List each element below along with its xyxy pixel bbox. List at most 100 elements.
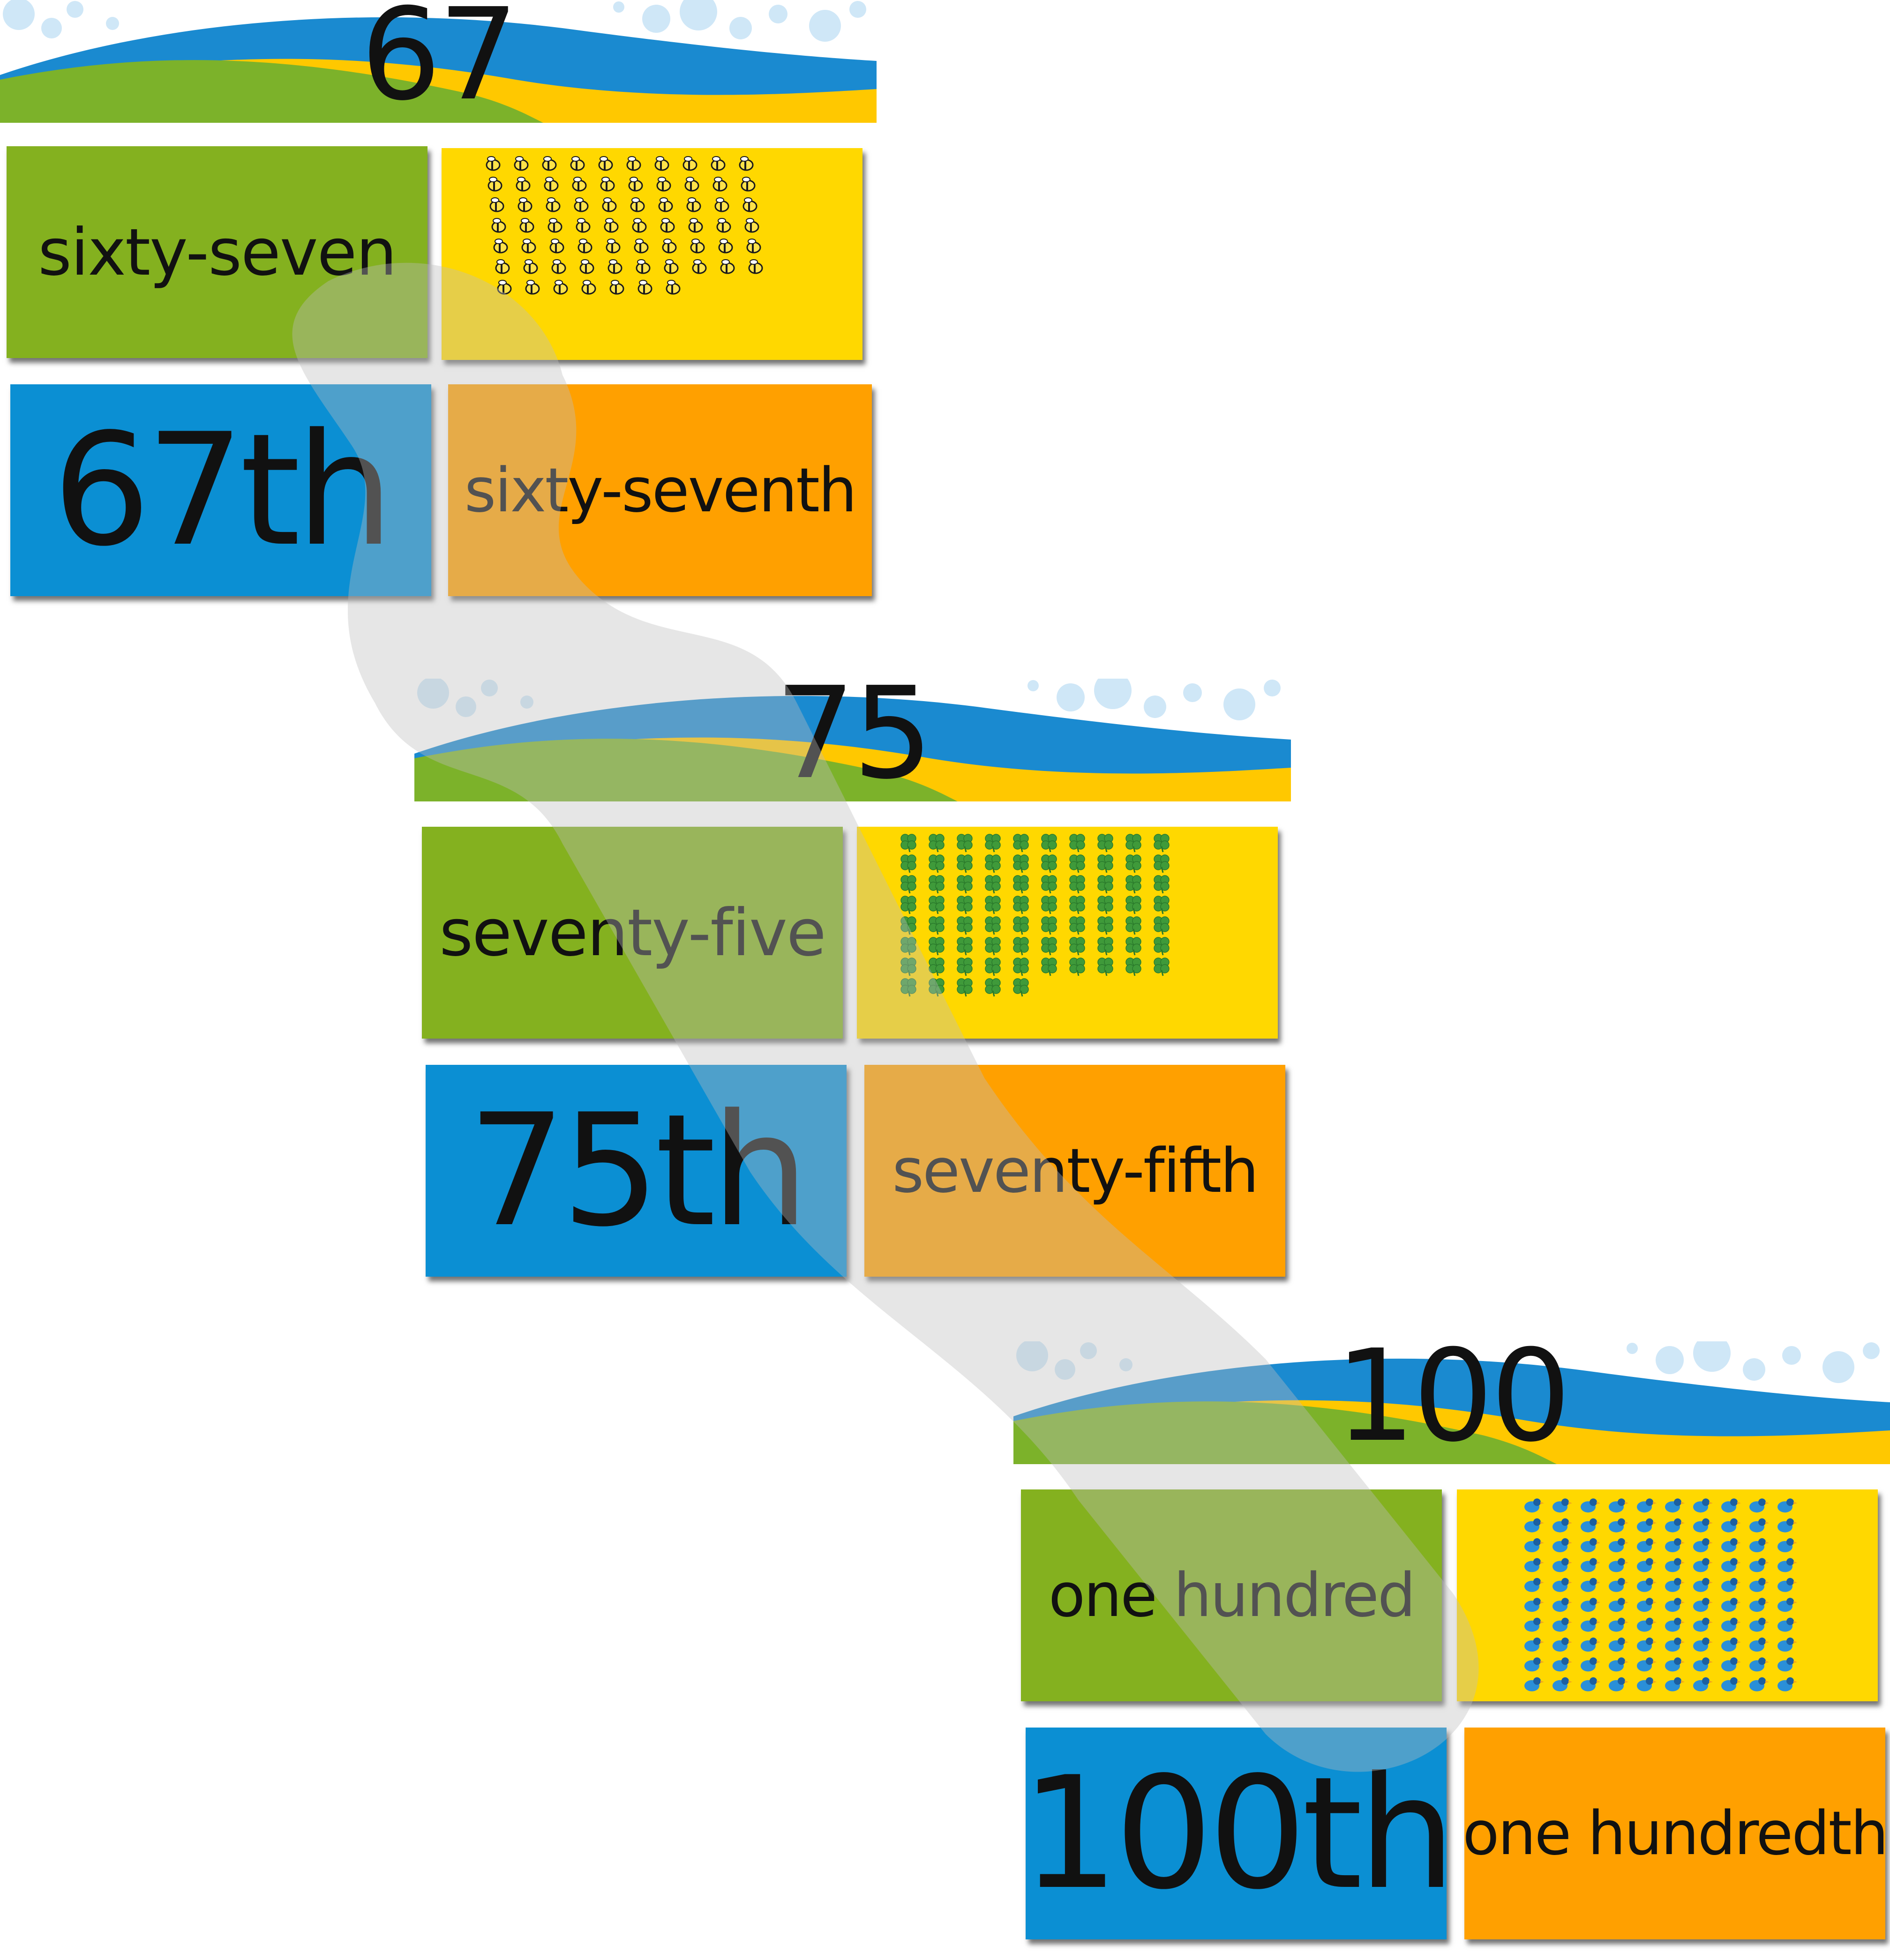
bird-icon [1693, 1598, 1713, 1612]
bird-icon [1778, 1638, 1797, 1652]
bee-icon [690, 239, 705, 254]
bird-icon-grid [1524, 1498, 1797, 1691]
bee-icon [521, 239, 536, 254]
bird-icon [1721, 1558, 1741, 1572]
bird-icon [1524, 1617, 1544, 1632]
bird-icon [1778, 1538, 1797, 1552]
picture-card [857, 827, 1278, 1039]
clover-icon [1154, 896, 1170, 914]
bee-icon [609, 280, 624, 295]
hills-banner-graphic [1013, 1341, 1890, 1469]
clover-icon-grid [900, 834, 1170, 997]
bird-icon [1552, 1538, 1572, 1552]
bee-icon [682, 156, 698, 171]
clover-icon [1097, 854, 1113, 873]
bird-icon [1524, 1677, 1544, 1691]
number-set-100: 100 one hundred 100th one hundredth [1013, 1333, 1890, 1939]
bird-icon [1665, 1657, 1685, 1672]
bee-icon [544, 177, 559, 192]
bird-icon [1609, 1518, 1628, 1533]
clover-icon [957, 896, 973, 914]
bird-icon [1637, 1538, 1657, 1552]
clover-icon [1013, 896, 1029, 914]
number-word-card: sixty-seven [7, 146, 428, 358]
number-set-75: 75 seventy-five 75th seventy-fifth [414, 670, 1291, 1277]
bee-icon [628, 177, 643, 192]
bird-icon [1581, 1617, 1600, 1632]
bird-icon [1721, 1498, 1741, 1513]
clover-icon [900, 937, 916, 956]
clover-icon [1154, 875, 1170, 894]
bee-icon [578, 239, 592, 254]
bird-icon [1524, 1638, 1544, 1652]
bee-icon [542, 156, 557, 171]
clover-icon [957, 958, 973, 976]
bee-icon [606, 239, 621, 254]
bird-icon [1552, 1638, 1572, 1652]
bird-icon [1552, 1558, 1572, 1572]
bird-icon [1524, 1538, 1544, 1552]
bird-icon [1721, 1598, 1741, 1612]
bee-icon [638, 280, 652, 295]
bee-icon [486, 156, 501, 171]
banner: 67 [0, 0, 877, 127]
bee-icon [662, 239, 677, 254]
bird-icon [1721, 1677, 1741, 1691]
bee-icon [549, 239, 564, 254]
clover-icon [1041, 896, 1057, 914]
bird-icon [1552, 1498, 1572, 1513]
bee-icon [720, 259, 735, 274]
number-word-card: one hundred [1021, 1489, 1442, 1701]
bird-icon [1749, 1638, 1769, 1652]
bee-icon [716, 218, 731, 233]
bee-icon [516, 177, 531, 192]
bee-icon [600, 177, 615, 192]
banner: 75 [414, 670, 1291, 806]
bird-icon [1581, 1578, 1600, 1592]
bird-icon [1749, 1538, 1769, 1552]
bird-icon [1721, 1657, 1741, 1672]
bird-icon [1749, 1558, 1769, 1572]
clover-icon [1154, 854, 1170, 873]
clover-icon [1041, 958, 1057, 976]
bird-icon [1693, 1617, 1713, 1632]
bee-icon [666, 280, 681, 295]
clover-icon [1069, 834, 1085, 853]
hills-banner-graphic [414, 679, 1291, 806]
ordinal-word: seventy-fifth [892, 1135, 1259, 1206]
bee-icon [572, 177, 587, 192]
bird-icon [1693, 1677, 1713, 1691]
clover-icon [1013, 937, 1029, 956]
bee-icon [574, 197, 589, 212]
banner-number: 100 [1335, 1322, 1571, 1470]
bird-icon [1552, 1677, 1572, 1691]
bee-icon [741, 177, 756, 192]
bee-icon [497, 280, 512, 295]
clover-icon [1097, 896, 1113, 914]
bird-icon [1609, 1617, 1628, 1632]
bird-icon [1665, 1677, 1685, 1691]
bird-icon [1581, 1657, 1600, 1672]
bee-icon [514, 156, 529, 171]
bee-icon [686, 197, 701, 212]
bird-icon [1778, 1677, 1797, 1691]
clover-icon [929, 896, 945, 914]
bird-icon [1637, 1518, 1657, 1533]
bird-icon [1524, 1657, 1544, 1672]
clover-icon [929, 875, 945, 894]
bird-icon [1637, 1598, 1657, 1612]
clover-icon [985, 875, 1001, 894]
bee-icon [748, 259, 763, 274]
bird-icon [1693, 1638, 1713, 1652]
bee-icon [660, 218, 675, 233]
bird-icon [1749, 1498, 1769, 1513]
bird-icon [1749, 1617, 1769, 1632]
clover-icon [985, 834, 1001, 853]
clover-icon [1041, 854, 1057, 873]
bird-icon [1609, 1558, 1628, 1572]
number-set-67: 67 sixty-seven 67th sixty-seventh [0, 0, 877, 596]
bee-icon [525, 280, 540, 295]
bee-icon [493, 239, 508, 254]
bird-icon [1721, 1617, 1741, 1632]
clover-icon [929, 916, 945, 935]
